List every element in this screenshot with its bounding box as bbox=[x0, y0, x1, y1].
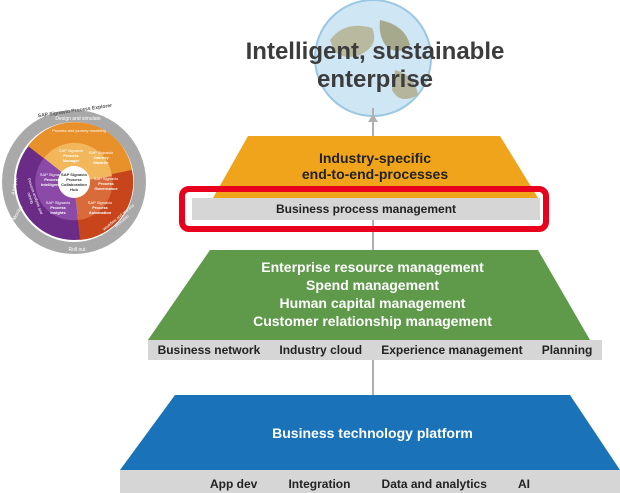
btp-bar bbox=[120, 470, 620, 493]
segment-name: Process Manager bbox=[62, 153, 80, 163]
erp-line-4: Customer relationship management bbox=[253, 313, 492, 329]
wheel-outer-rollout: Roll out bbox=[68, 247, 86, 253]
segment-name: Process Automation bbox=[88, 205, 112, 215]
bpm-bar bbox=[192, 198, 540, 220]
industry-tier bbox=[213, 136, 538, 198]
erp-line-1: Enterprise resource management bbox=[261, 259, 484, 275]
erp-bar-planning: Planning bbox=[541, 343, 593, 357]
btp-bar-items: App dev Integration Data and analytics A… bbox=[210, 477, 530, 491]
segment-journey-modeler: SAP Signavio Journey Modeler bbox=[88, 150, 114, 165]
erp-bar-industry-cloud: Industry cloud bbox=[279, 343, 363, 357]
globe-icon bbox=[314, 0, 432, 117]
btp-tier-label: Business technology platform bbox=[272, 425, 473, 441]
signavio-wheel bbox=[2, 110, 146, 254]
erp-bar-items: Business network Industry cloud Experien… bbox=[148, 343, 602, 357]
erp-bar bbox=[148, 340, 602, 360]
segment-brand: SAP Signavio bbox=[39, 172, 65, 177]
arrow-up-icon bbox=[368, 114, 378, 122]
segment-name: Process Insights bbox=[50, 205, 66, 215]
diagram-title: Intelligent, sustainable enterprise bbox=[245, 38, 505, 93]
erp-bar-experience-management: Experience management bbox=[381, 343, 523, 357]
segment-brand: SAP Signavio bbox=[87, 200, 113, 205]
wheel-hub: SAP Signavio Process Collaboration Hub bbox=[61, 172, 87, 192]
btp-bar-ai: AI bbox=[518, 477, 530, 491]
wheel-outer-design: Design and simulate bbox=[55, 116, 101, 122]
erp-tier bbox=[148, 250, 590, 340]
erp-bar-business-network: Business network bbox=[157, 343, 261, 357]
segment-name: Journey Modeler bbox=[93, 155, 109, 165]
segment-name: Process Intelligence bbox=[40, 177, 63, 187]
erp-line-3: Human capital management bbox=[279, 295, 466, 311]
segment-process-automation: SAP Signavio Process Automation bbox=[86, 200, 114, 215]
segment-name: Process Governance bbox=[94, 181, 118, 191]
bpm-bar-label: Business process management bbox=[275, 202, 457, 216]
segment-process-insights: SAP Signavio Process Insights bbox=[44, 200, 72, 215]
industry-tier-label: Industry-specific end-to-end-processes bbox=[301, 150, 449, 182]
erp-line-2: Spend management bbox=[305, 277, 440, 293]
segment-brand: SAP Signavio bbox=[58, 148, 84, 153]
segment-brand: SAP Signavio bbox=[45, 200, 71, 205]
wheel-inner-modeling: Process and journey modeling bbox=[52, 128, 106, 133]
segment-process-intelligence: SAP Signavio Process Intelligence bbox=[38, 172, 66, 187]
segment-brand: SAP Signavio bbox=[93, 176, 119, 181]
erp-tier-lines: Enterprise resource management Spend man… bbox=[200, 258, 545, 330]
btp-bar-data-analytics: Data and analytics bbox=[381, 477, 487, 491]
segment-process-governance: SAP Signavio Process Governance bbox=[93, 176, 119, 191]
btp-bar-app-dev: App dev bbox=[210, 477, 258, 491]
segment-brand: SAP Signavio bbox=[88, 150, 114, 155]
btp-bar-integration: Integration bbox=[288, 477, 351, 491]
highlight-box bbox=[179, 186, 549, 232]
segment-process-manager: SAP Signavio Process Manager bbox=[56, 148, 86, 163]
btp-tier bbox=[120, 395, 620, 470]
